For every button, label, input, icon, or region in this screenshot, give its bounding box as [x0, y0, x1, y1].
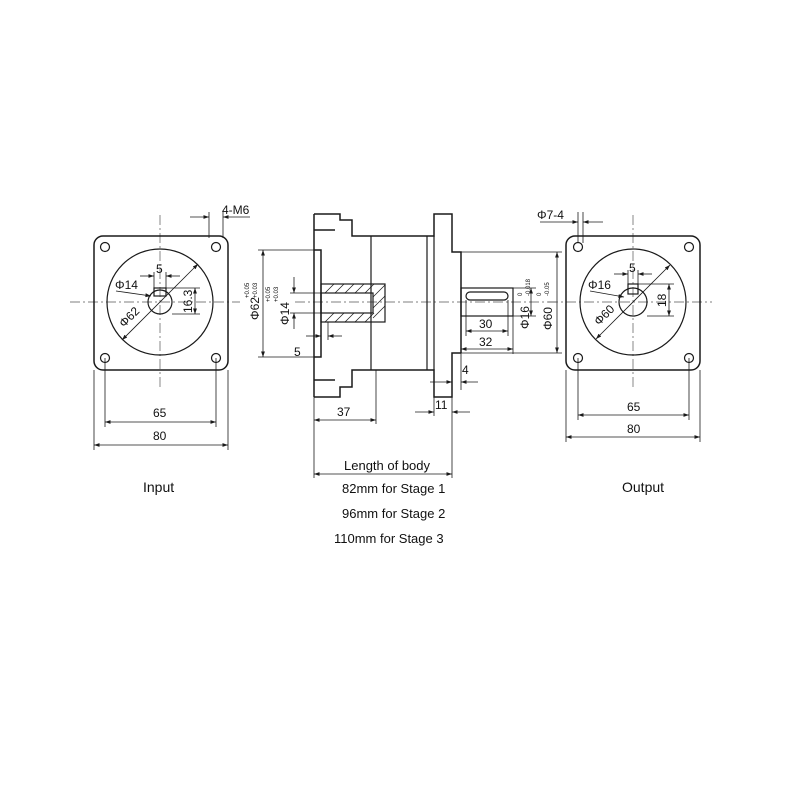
input-flange	[93, 235, 229, 371]
stage-3-length: 110mm for Stage 3	[334, 531, 444, 546]
output-key-height: 18	[655, 293, 669, 307]
stage-2-length: 96mm for Stage 2	[342, 506, 445, 521]
input-pilot-dia: Φ62	[116, 304, 142, 330]
side-flange-thickness: 11	[435, 398, 448, 412]
side-spigot-tol-upper: 0	[537, 292, 543, 296]
side-view: Φ62 +0.05 +0.03 Φ14 +0.05 +0.03 5 37 11	[245, 213, 562, 546]
side-shaft-length: 32	[479, 335, 493, 349]
side-shaft-dia: Φ16	[518, 306, 532, 329]
side-bore-dia: Φ14	[278, 302, 292, 325]
output-flange	[565, 235, 701, 371]
output-shaft-dia: Φ16	[588, 278, 611, 292]
input-bolt-spacing: 65	[153, 406, 167, 420]
input-pilot-circle	[106, 248, 214, 356]
input-hole-spec: 4-M6	[222, 203, 250, 217]
side-step: 4	[462, 363, 469, 377]
input-bore-dia: Φ14	[115, 278, 138, 292]
side-input-depth: 37	[337, 405, 351, 419]
output-bolt-hole	[683, 241, 695, 253]
input-key-width: 5	[156, 262, 163, 276]
input-flange-width: 80	[153, 429, 167, 443]
input-label: Input	[143, 479, 174, 495]
input-bolt-hole	[210, 241, 222, 253]
input-bolt-hole	[99, 241, 111, 253]
stage-1-length: 82mm for Stage 1	[342, 481, 445, 496]
side-bore-tol-upper: +0.05	[266, 286, 272, 302]
output-view: Φ7-4 5 Φ16 18 Φ60 65 80 Output	[537, 208, 712, 495]
output-shaft	[460, 287, 514, 317]
input-bore-section	[320, 283, 386, 323]
input-key-height: 16.3	[181, 289, 195, 313]
side-spigot-tol-lower: -0.05	[545, 282, 551, 296]
output-hole-spec: Φ7-4	[537, 208, 564, 222]
side-spigot-dia: Φ60	[541, 307, 555, 330]
side-shaft-tol-lower: -0.018	[526, 278, 532, 296]
input-view: 4-M6 5 Φ14 16.3 Φ62 65 80 Input	[70, 203, 250, 495]
output-label: Output	[622, 479, 664, 495]
side-key-depth: 5	[294, 345, 301, 359]
side-pilot-dia: Φ62	[248, 297, 262, 320]
output-key-width: 5	[629, 261, 636, 275]
output-pilot-circle	[579, 248, 687, 356]
output-bolt-spacing: 65	[627, 400, 641, 414]
body-length-title: Length of body	[344, 458, 431, 473]
output-flange-width: 80	[627, 422, 641, 436]
side-bore-tol-lower: +0.03	[274, 286, 280, 302]
side-shaft-key-length: 30	[479, 317, 493, 331]
output-bolt-hole	[572, 241, 584, 253]
side-pilot-tol-upper: +0.05	[245, 282, 251, 298]
output-pilot-dia: Φ60	[591, 302, 617, 328]
side-shaft-tol-upper: 0	[518, 292, 524, 296]
side-pilot-tol-lower: +0.03	[253, 282, 259, 298]
